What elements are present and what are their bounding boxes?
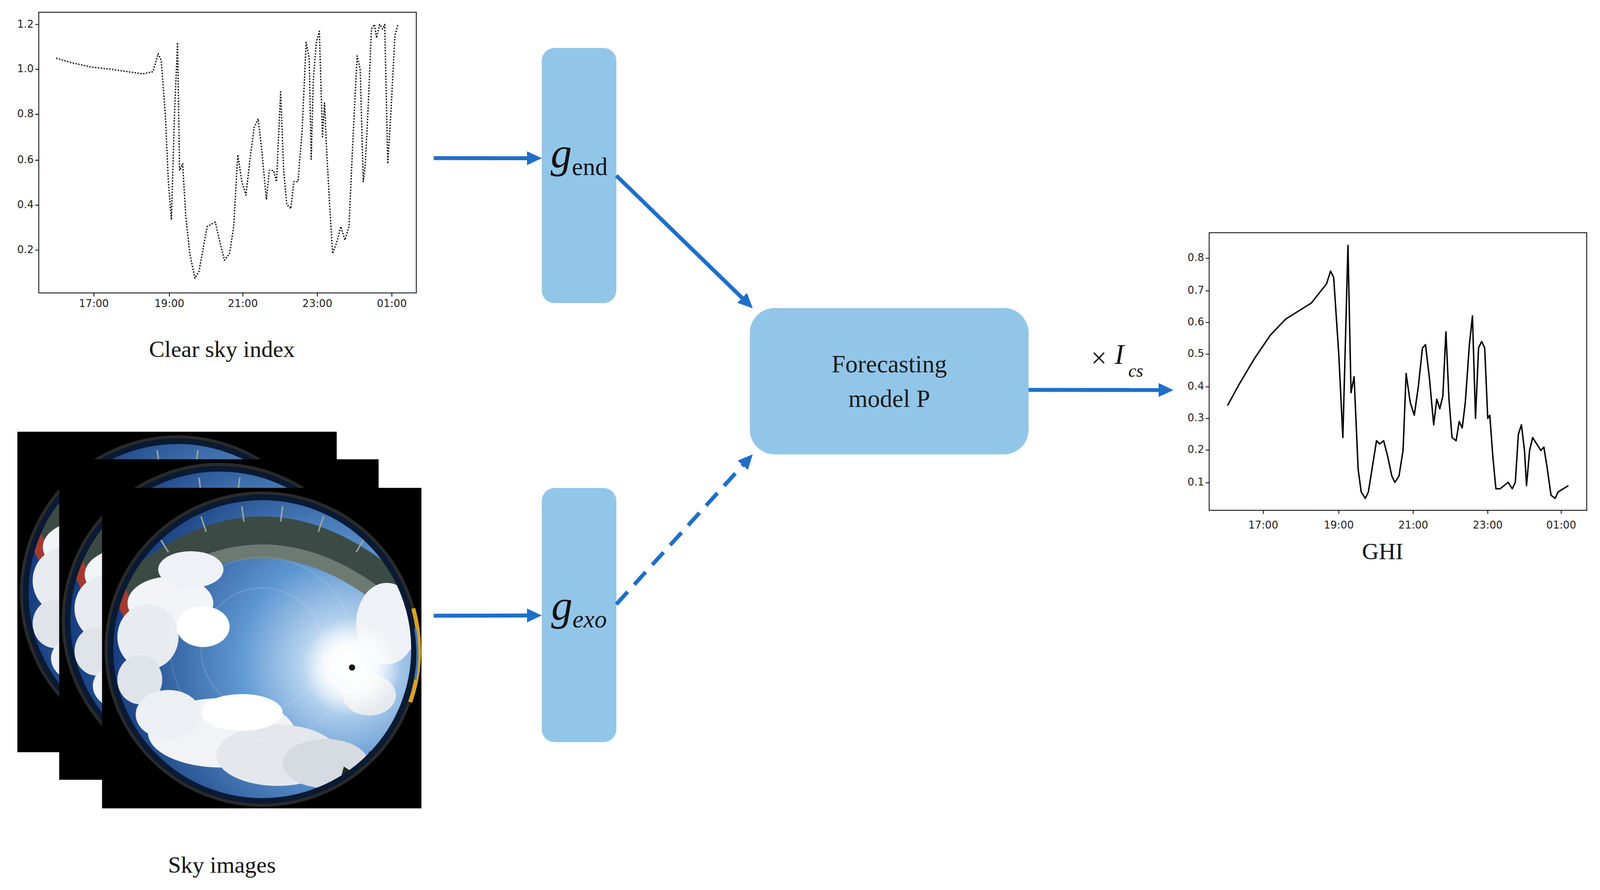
arrow-head (526, 151, 542, 166)
axis-tick-label: 0.1 (1187, 476, 1205, 489)
encoder-box: gexo (541, 487, 617, 742)
arrow-head (526, 608, 542, 623)
axis-tick-label: 0.5 (1187, 348, 1205, 360)
connector-line (616, 463, 745, 605)
axis-tick-label: 01:00 (376, 298, 407, 310)
panel-caption: Sky images (10, 849, 434, 880)
axis-tick-label: 21:00 (227, 298, 259, 310)
irradiance-symbol: I (1114, 340, 1125, 371)
axis-tick-label: 23:00 (1472, 519, 1504, 532)
panel-caption: Clear sky index (10, 333, 434, 365)
arrow-connector (433, 151, 542, 166)
axis-tick-label: 0.8 (17, 108, 34, 121)
panel-caption: GHI (1173, 535, 1592, 567)
axis-tick-label: 0.6 (1187, 316, 1205, 329)
axis-tick-label: 1.2 (17, 18, 34, 31)
box-label: Forecasting model P (805, 346, 974, 416)
symbol-subscript: exo (572, 604, 607, 634)
axis-tick-label: 1.0 (17, 63, 34, 76)
image-panel: Sky images (10, 426, 434, 880)
axis-tick-label: 21:00 (1398, 519, 1429, 532)
connector-line (1028, 387, 1161, 392)
function-symbol: g (551, 580, 573, 630)
axis-tick-label: 17:00 (79, 298, 110, 310)
axis-tick-label: 17:00 (1248, 519, 1279, 532)
axis-tick-label: 0.4 (17, 199, 34, 211)
multiplier-sign: × (1091, 343, 1108, 374)
axis-tick-label: 0.3 (1187, 412, 1205, 425)
axis-tick-label: 23:00 (302, 298, 333, 310)
sky-image-stack (17, 431, 426, 813)
arrow-connector (433, 608, 542, 623)
arrow-head (737, 292, 753, 308)
axis-tick-label: 19:00 (154, 298, 185, 310)
connector-line (616, 175, 744, 300)
axis-tick-label: 19:00 (1323, 519, 1354, 532)
symbol-subscript: cs (1128, 361, 1144, 382)
ghi-chart (1205, 232, 1587, 515)
model-box: Forecasting model P (749, 307, 1029, 454)
axis-tick-label: 0.7 (1187, 285, 1205, 297)
arrow-connector (616, 175, 753, 308)
encoder-box: gend (541, 47, 617, 303)
axis-tick-label: 0.4 (1187, 381, 1205, 393)
arrow-connector (1028, 383, 1174, 397)
arrow-head (737, 454, 753, 471)
axis-tick-label: 0.6 (17, 154, 34, 167)
connector-line (433, 156, 529, 161)
symbol-subscript: end (571, 152, 608, 181)
connector-line (433, 613, 529, 618)
dashed-arrow (616, 454, 753, 605)
clear-sky-index-chart (35, 12, 417, 297)
chart-panel: GHI (1173, 224, 1592, 567)
chart-panel: Clear sky index (10, 4, 434, 365)
axis-tick-label: 0.2 (17, 244, 34, 256)
arrow-head (1158, 383, 1174, 397)
function-symbol: g (550, 128, 572, 178)
axis-tick-label: 01:00 (1546, 519, 1577, 532)
axis-tick-label: 0.8 (1187, 252, 1205, 264)
axis-tick-label: 0.2 (1187, 444, 1205, 456)
